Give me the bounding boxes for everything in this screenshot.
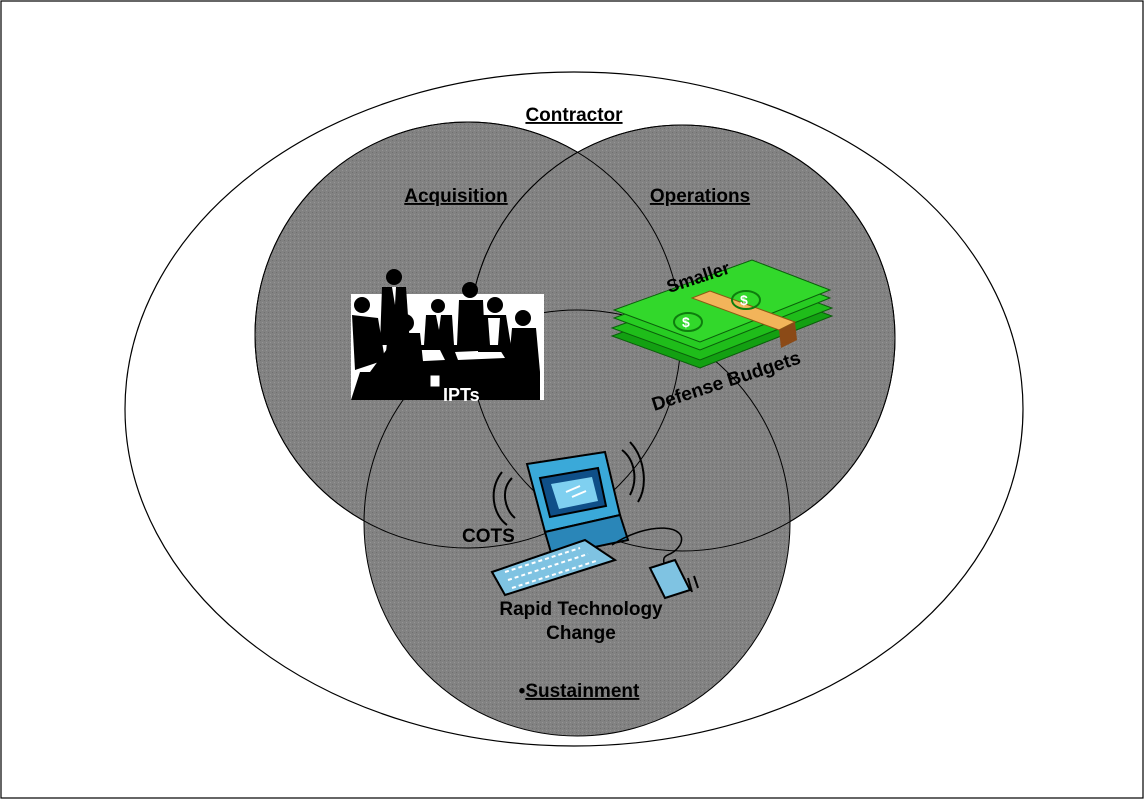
computer-icon [490,441,699,600]
sustainment-label-text: Sustainment [525,681,640,702]
svg-text:$: $ [682,314,690,330]
change-label: Change [546,623,616,644]
ipts-label: IPTs [443,385,480,405]
svg-text:$: $ [740,292,748,308]
money-stack-icon: $ $ [610,259,834,369]
acquisition-label: Acquisition [404,186,507,207]
cots-label: COTS [462,526,515,547]
meeting-clipart-icon [351,269,544,400]
contractor-label: Contractor [525,105,623,126]
sustainment-label: •Sustainment [519,681,640,702]
rapid-technology-label: Rapid Technology [499,599,663,620]
sustainment-bullet: • [519,681,526,702]
operations-label: Operations [650,186,750,207]
